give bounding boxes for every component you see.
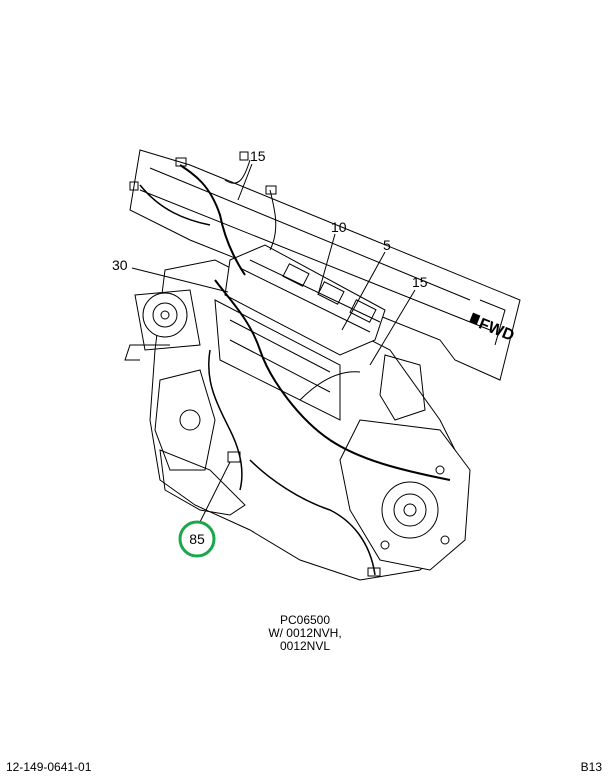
caption-line-1: PC06500 (279, 613, 331, 627)
engine-line-art (124, 149, 521, 581)
callout-10: 10 (331, 219, 347, 235)
caption: PC06500 W/ 0012NVH, 0012NVL (0, 614, 610, 653)
callout-30: 30 (112, 257, 128, 273)
caption-line-3: 0012NVL (279, 639, 331, 653)
fwd-arrow-icon (469, 312, 481, 325)
callout-leaders (131, 163, 416, 523)
callout-85: 85 (189, 531, 205, 547)
callout-15-right: 15 (412, 274, 428, 290)
page-code: B13 (580, 760, 602, 774)
callout-5: 5 (383, 237, 391, 253)
part-number: 12-149-0641-01 (6, 760, 92, 774)
callout-85-highlight-circle (178, 520, 216, 558)
caption-line-2: W/ 0012NVH, (268, 626, 342, 640)
callout-15-top: 15 (250, 148, 266, 164)
